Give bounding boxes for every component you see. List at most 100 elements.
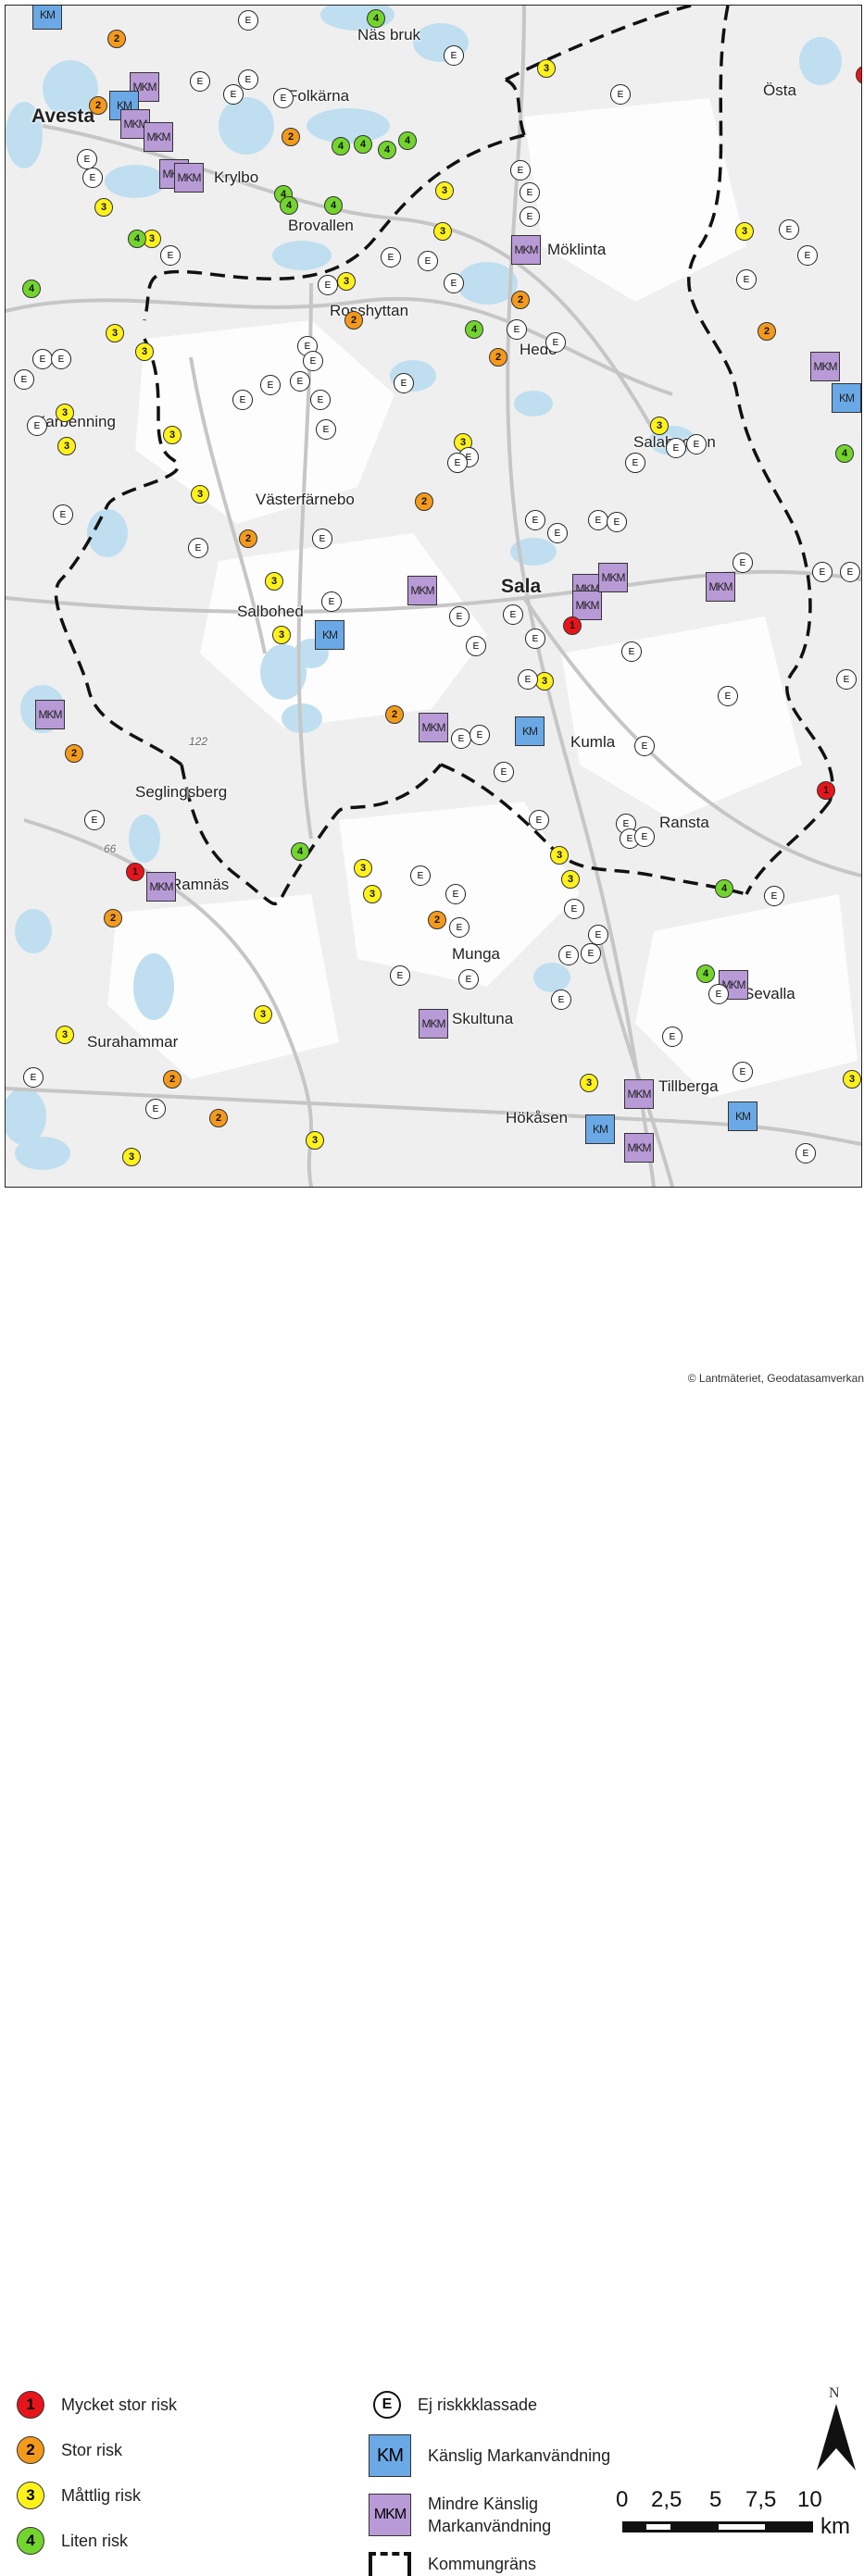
legend-item-km: KM Känslig Markanvändning bbox=[369, 2434, 610, 2477]
unclassified-marker: E bbox=[662, 1027, 682, 1047]
open-land-area-0 bbox=[135, 320, 394, 524]
unclassified-marker: E bbox=[518, 669, 538, 690]
risk-3-marker: 3 bbox=[843, 1070, 861, 1089]
unclassified-marker: E bbox=[525, 628, 545, 649]
risk-3-marker: 3 bbox=[56, 404, 74, 422]
open-land-area-5 bbox=[561, 616, 802, 820]
place-label: Surahammar bbox=[87, 1033, 179, 1051]
risk-3-marker: 3 bbox=[354, 859, 372, 877]
lake-17 bbox=[15, 909, 52, 953]
unclassified-marker: E bbox=[736, 269, 757, 290]
risk-2-marker: 2 bbox=[385, 705, 404, 724]
risk-3-marker: 3 bbox=[122, 1148, 141, 1166]
risk-4-marker: 4 bbox=[398, 131, 417, 150]
lake-5 bbox=[272, 241, 332, 270]
mkm-legend-icon: MKM bbox=[369, 2494, 411, 2536]
municipality-border-5 bbox=[180, 763, 443, 905]
mkm-marker: MKM bbox=[35, 700, 65, 729]
mkm-marker: MKM bbox=[407, 576, 437, 605]
unclassified-marker: E bbox=[290, 371, 310, 392]
mkm-marker: MKM bbox=[419, 1009, 448, 1039]
road-6 bbox=[6, 1087, 861, 1146]
mkm-marker: MKM bbox=[419, 713, 448, 742]
open-land-area-4 bbox=[107, 894, 339, 1079]
mkm-marker: MKM bbox=[598, 563, 628, 592]
place-label: Karbenning bbox=[35, 413, 116, 430]
lake-2 bbox=[307, 108, 390, 143]
unclassified-marker: E bbox=[581, 943, 601, 964]
legend-item-border: Kommungräns bbox=[369, 2552, 536, 2576]
unclassified-marker: E bbox=[520, 206, 540, 227]
north-arrow-icon bbox=[817, 2404, 856, 2470]
unclassified-marker: E bbox=[588, 925, 608, 945]
unclassified-marker: E bbox=[23, 1067, 44, 1088]
scale-tick-0: 0 bbox=[616, 2487, 629, 2512]
legend-label: Känslig Markanvändning bbox=[428, 2445, 611, 2465]
lake-24 bbox=[799, 37, 842, 85]
place-label: 122 bbox=[189, 735, 208, 748]
risk-3-marker: 3 bbox=[135, 342, 154, 361]
unclassified-marker: E bbox=[27, 416, 47, 436]
unclassified-marker: E bbox=[797, 245, 818, 266]
legend-label: Mindre Känslig Markanvändning bbox=[428, 2495, 552, 2535]
risk-2-marker: 2 bbox=[344, 311, 363, 330]
risk2-legend-icon: 2 bbox=[17, 2436, 44, 2464]
lake-10 bbox=[87, 509, 128, 557]
unclassified-legend-icon: E bbox=[373, 2391, 401, 2419]
mkm-marker: MKM bbox=[706, 572, 735, 602]
unclassified-marker: E bbox=[507, 319, 527, 340]
unclassified-marker: E bbox=[634, 827, 655, 847]
km-legend-icon: KM bbox=[369, 2434, 411, 2477]
km-marker: KM bbox=[832, 383, 861, 413]
lake-8 bbox=[514, 391, 553, 417]
risk-4-marker: 4 bbox=[332, 137, 350, 156]
unclassified-marker: E bbox=[410, 865, 431, 886]
lake-20 bbox=[15, 1137, 70, 1170]
risk-1-marker: 1 bbox=[817, 781, 835, 800]
risk-2-marker: 2 bbox=[489, 348, 507, 367]
municipality-border-1 bbox=[687, 6, 834, 803]
risk-4-marker: 4 bbox=[715, 879, 733, 898]
unclassified-marker: E bbox=[444, 45, 464, 66]
unclassified-marker: E bbox=[303, 351, 323, 371]
place-label: Ransta bbox=[659, 814, 709, 831]
unclassified-marker: E bbox=[390, 965, 410, 986]
unclassified-marker: E bbox=[145, 1099, 166, 1119]
place-label: Kumla bbox=[570, 733, 616, 751]
unclassified-marker: E bbox=[223, 84, 244, 105]
risk-3-marker: 3 bbox=[57, 437, 76, 455]
place-label: Krylbo bbox=[214, 168, 259, 186]
unclassified-marker: E bbox=[14, 369, 34, 390]
km-marker: KM bbox=[32, 6, 62, 30]
place-label: Ramnäs bbox=[170, 876, 230, 893]
mkm-marker: MKM bbox=[144, 122, 173, 152]
unclassified-marker: E bbox=[470, 725, 490, 745]
unclassified-marker: E bbox=[795, 1143, 816, 1164]
municipality-border-7 bbox=[505, 78, 526, 136]
risk-3-marker: 3 bbox=[94, 198, 113, 217]
open-land-area-3 bbox=[524, 98, 746, 302]
lake-15 bbox=[6, 102, 43, 168]
road-0 bbox=[6, 296, 673, 396]
unclassified-marker: E bbox=[634, 736, 655, 756]
legend-label: Liten risk bbox=[61, 2531, 129, 2550]
scale-unit: km bbox=[820, 2514, 850, 2539]
risk-4-marker: 4 bbox=[128, 230, 146, 248]
place-label: Västerfärnebo bbox=[256, 491, 355, 508]
risk-4-marker: 4 bbox=[696, 964, 715, 983]
risk-3-marker: 3 bbox=[650, 417, 669, 435]
lake-6 bbox=[457, 262, 518, 305]
risk-3-marker: 3 bbox=[337, 272, 356, 291]
place-label: Hökåsen bbox=[506, 1109, 569, 1126]
km-marker: KM bbox=[728, 1101, 758, 1131]
unclassified-marker: E bbox=[32, 349, 53, 369]
unclassified-marker: E bbox=[545, 332, 566, 353]
unclassified-marker: E bbox=[53, 504, 73, 525]
road-1 bbox=[42, 124, 656, 432]
unclassified-marker: E bbox=[260, 375, 281, 395]
risk-2-marker: 2 bbox=[428, 911, 446, 929]
place-label: Brovallen bbox=[288, 217, 354, 234]
